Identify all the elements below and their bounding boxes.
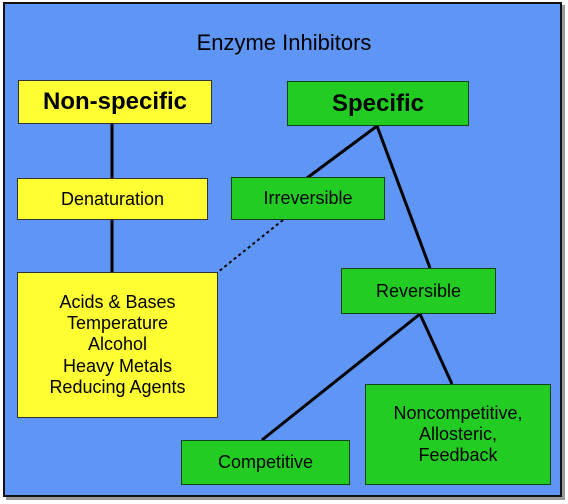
node-reversible: Reversible: [341, 268, 496, 314]
node-noncompetitive: Noncompetitive, Allosteric, Feedback: [365, 384, 551, 485]
connector-irreversible-agents: [217, 219, 284, 273]
noncompetitive-line: Noncompetitive,: [393, 402, 523, 423]
connector-reversible-competitive: [261, 312, 421, 442]
node-specific: Specific: [287, 81, 469, 126]
node-agents-list: Acids & Bases Temperature Alcohol Heavy …: [17, 272, 218, 418]
connector-reversible-noncompetitive: [418, 313, 454, 385]
noncompetitive-line: Feedback: [418, 445, 498, 466]
agent-item: Acids & Bases: [59, 291, 176, 312]
connector-specific-reversible: [375, 125, 432, 269]
connector-specific-irreversible: [306, 124, 378, 180]
node-competitive: Competitive: [181, 440, 350, 485]
node-irreversible: Irreversible: [231, 177, 385, 220]
node-denaturation: Denaturation: [17, 178, 208, 220]
agent-item: Alcohol: [87, 334, 148, 355]
agent-item: Reducing Agents: [49, 376, 186, 397]
agent-item: Heavy Metals: [62, 355, 173, 376]
diagram-title: Enzyme Inhibitors: [196, 30, 372, 55]
agent-item: Temperature: [66, 313, 169, 334]
noncompetitive-line: Allosteric,: [418, 423, 498, 444]
node-nonspecific: Non-specific: [18, 80, 212, 124]
